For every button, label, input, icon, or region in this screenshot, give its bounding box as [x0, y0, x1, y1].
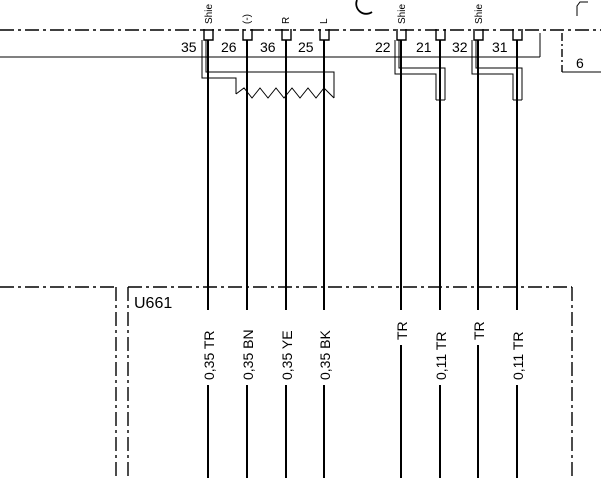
connector-number: 6 — [576, 55, 584, 71]
ground-symbol-partial — [355, 0, 373, 15]
wire-label-26: 0,35 BN — [240, 329, 256, 380]
pin-label-35: Shie — [204, 4, 215, 24]
pin-label-32: Shie — [474, 4, 485, 24]
pin-label-36: R — [281, 17, 292, 24]
wire-label-25: 0,35 BK — [317, 330, 333, 380]
unit-label: U661 — [134, 295, 172, 312]
shield-group-1 — [201, 40, 335, 99]
wire-label-36: 0,35 YE — [279, 330, 295, 380]
wire-label-21: 0,11 TR — [433, 331, 449, 380]
pin-number-26: 26 — [221, 39, 237, 55]
pin-number-22: 22 — [375, 39, 391, 55]
wire-label-32: TR — [471, 321, 487, 340]
wire-label-35: 0,35 TR — [201, 330, 217, 380]
pin-label-25: L — [319, 18, 330, 24]
connector-bracket-top — [576, 1, 588, 16]
pin-number-25: 25 — [298, 39, 314, 55]
pin-number-35: 35 — [181, 39, 197, 55]
pin-number-36: 36 — [260, 39, 276, 55]
wire-label-31: 0,11 TR — [510, 331, 526, 380]
pin-label-22: Shie — [397, 4, 408, 24]
wire-label-22: TR — [394, 321, 410, 340]
wires — [207, 40, 518, 478]
pin-number-31: 31 — [492, 39, 508, 55]
pin-number-32: 32 — [452, 39, 468, 55]
pin-label-26: (-) — [242, 14, 253, 24]
unit-boundary — [0, 286, 573, 478]
pin-number-21: 21 — [416, 39, 432, 55]
